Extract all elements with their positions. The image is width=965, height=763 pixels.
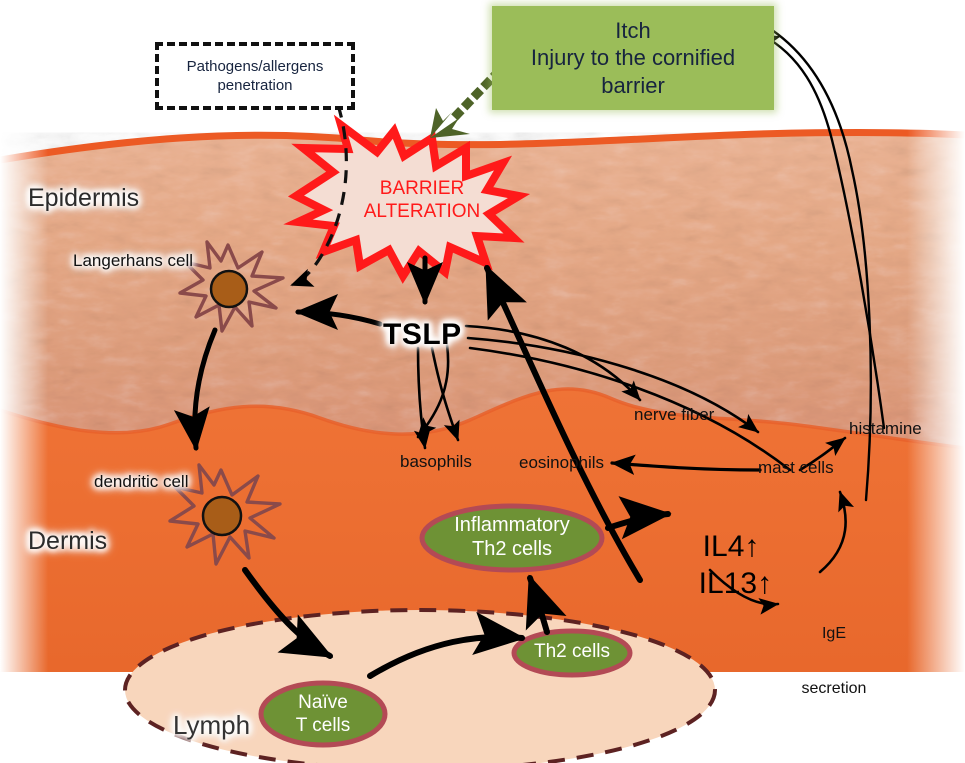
dermis-label: Dermis	[28, 527, 108, 555]
pathogen-penetration-arrow	[290, 104, 348, 287]
arrow-interleukins-to-ige	[708, 568, 780, 615]
dendritic-cell	[168, 463, 282, 566]
il4-up-arrow: ↑	[744, 529, 760, 563]
mast-cells-label: mast cells	[758, 458, 834, 477]
arrow-ige-to-mast-cells	[818, 490, 855, 574]
ige-line-2: secretion	[801, 679, 867, 697]
pathogens-line-2: penetration	[217, 77, 293, 94]
arrow-to-eosinophils-from-right	[610, 454, 762, 476]
nerve-fiber-label: nerve fiber	[634, 405, 715, 424]
barrier-line-1: BARRIER	[379, 178, 465, 199]
eosinophils-label: eosinophils	[519, 453, 605, 472]
arrow-tslp-to-langerhans	[295, 294, 383, 331]
th2-cells-text: Th2 cells	[533, 641, 611, 662]
arrow-tslp-to-mast-cells	[466, 336, 760, 434]
itch-box: Itch Injury to the cornified barrier	[492, 6, 774, 110]
histamine-label: histamine	[849, 419, 922, 438]
arrow-nerve-to-itch	[770, 28, 873, 502]
arrow-th2-to-interleukins	[605, 496, 672, 540]
arrow-dermis-to-barrier	[484, 264, 643, 583]
arrow-tslp-fan-right	[468, 346, 792, 472]
arrow-naive-to-th2	[367, 611, 526, 679]
inflammatory-line-1: Inflammatory	[454, 514, 570, 536]
langerhans-cell	[178, 240, 285, 333]
itch-line-2: Injury to the cornified	[530, 45, 736, 71]
itch-line-1: Itch	[615, 17, 651, 43]
arrow-network	[173, 28, 886, 679]
pathogens-line-1: Pathogens/allergens	[186, 57, 324, 75]
tslp-label: TSLP	[383, 318, 462, 351]
lymph-node-outline	[123, 608, 717, 763]
inflammatory-th2-cells-ellipse	[419, 503, 605, 573]
langerhans-cell-label: Langerhans cell	[73, 251, 194, 270]
arrow-langerhans-to-dendritic	[173, 327, 218, 451]
barrier-alteration-label: BARRIER ALTERATION	[342, 178, 502, 224]
il13-up-arrow: ↑	[757, 566, 773, 600]
arrow-tslp-fan-1	[416, 343, 450, 439]
arrow-th2-to-inflammatory-th2	[525, 574, 567, 635]
naive-t-cells-text: Naïve T cells	[263, 692, 383, 738]
arrow-mast-to-histamine	[798, 436, 847, 472]
il4-text: IL4	[702, 529, 745, 563]
arrow-histamine-to-itch	[760, 33, 886, 430]
itch-box-text: Itch Injury to the cornified barrier	[531, 17, 735, 100]
ige-secretion-label: IgE secretion	[786, 588, 882, 717]
il13-label: IL13↑	[682, 532, 772, 601]
barrier-alteration-starburst	[283, 114, 531, 284]
arrow-tslp-to-eosinophils	[430, 346, 460, 442]
arrow-dendritic-to-lymph	[242, 567, 334, 659]
ige-line-1: IgE	[821, 624, 846, 642]
il13-text: IL13	[698, 566, 758, 600]
pathogens-box-text: Pathogens/allergens penetration	[187, 57, 324, 96]
barrier-line-2: ALTERATION	[363, 200, 481, 222]
lymph-node-label: Lymph node	[173, 644, 250, 763]
pathogens-penetration-box: Pathogens/allergens penetration	[155, 42, 355, 110]
inflammatory-th2-text: Inflammatory Th2 cells	[422, 513, 602, 561]
inflammatory-line-2: Th2 cells	[471, 538, 553, 560]
basophils-label: basophils	[400, 452, 472, 471]
itch-line-3: barrier	[601, 72, 665, 98]
lymph-line-1: Lymph	[173, 710, 251, 740]
epidermis-label: Epidermis	[28, 184, 140, 212]
naive-line-1: Naïve	[298, 692, 348, 713]
dendritic-cell-label: dendritic cell	[94, 472, 189, 491]
il4-label: IL4↑	[686, 495, 760, 564]
naive-line-2: T cells	[295, 714, 351, 736]
naive-t-cells-ellipse	[258, 680, 388, 748]
dotted-green-arrow	[430, 66, 504, 138]
